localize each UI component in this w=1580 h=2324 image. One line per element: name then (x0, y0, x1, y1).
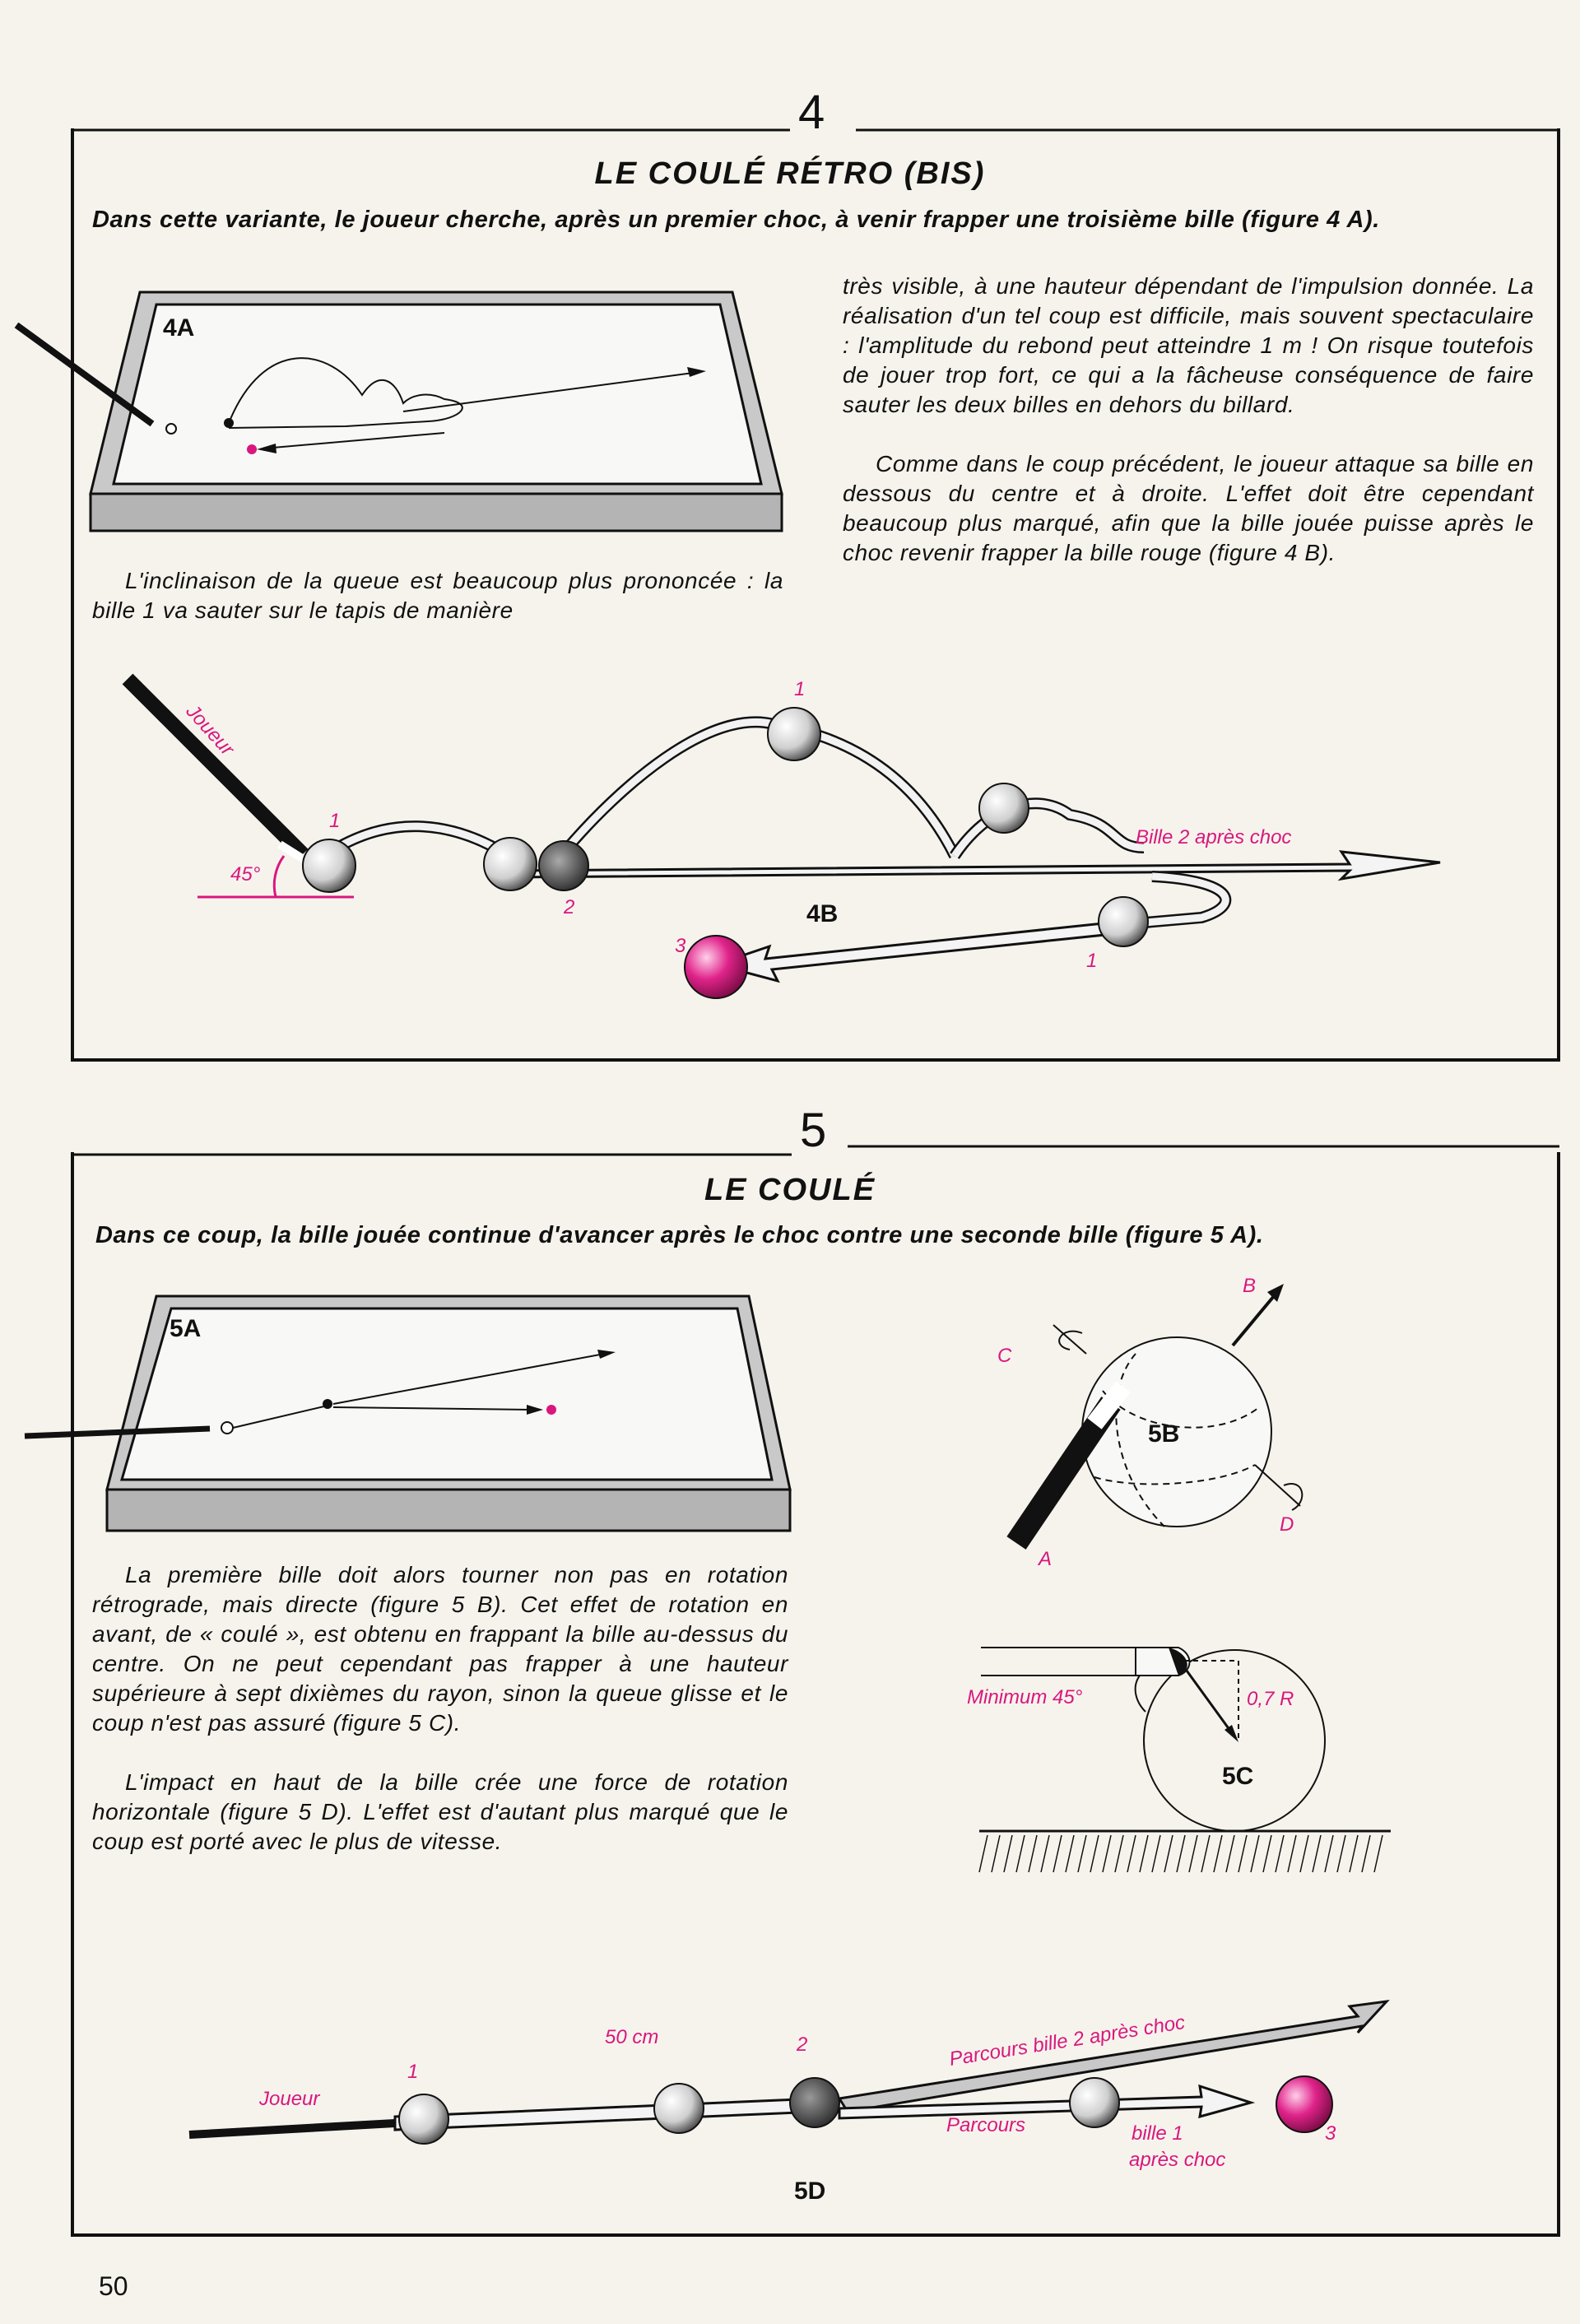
section5-lead: Dans ce coup, la bille jouée continue d'… (95, 1220, 1544, 1252)
figure-5d: 5D Joueur 1 50 cm 2 3 Parcours bille 2 a… (115, 1975, 1580, 2222)
figure-5b-label: 5B (1148, 1420, 1179, 1448)
figure-5c-label: 5C (1222, 1763, 1253, 1790)
label-b: B (1243, 1275, 1256, 1297)
label-minimum: Minimum 45° (967, 1686, 1083, 1708)
figure-5d-label: 5D (794, 2178, 825, 2205)
label-ball2-5d: 2 (796, 2034, 807, 2056)
page-number: 50 (99, 2271, 128, 2302)
section5-header-line (0, 0, 1580, 1234)
label-parcours1b: bille 1 (1132, 2122, 1183, 2145)
label-ball3-5d: 3 (1325, 2122, 1336, 2145)
section5-paragraph-2: L'impact en haut de la bille crée une fo… (92, 1768, 788, 1857)
label-dist: 50 cm (605, 2026, 658, 2048)
label-parcours1c: après choc (1129, 2149, 1225, 2171)
label-c: C (997, 1345, 1012, 1367)
figure-5b: 5B A B C D (971, 1267, 1366, 1572)
label-parcours1a: Parcours (946, 2114, 1025, 2136)
section5-text: La première bille doit alors tourner non… (92, 1560, 788, 1857)
figure-5a (25, 1284, 815, 1531)
figure-5a-label: 5A (170, 1315, 201, 1343)
label-d: D (1280, 1513, 1294, 1536)
section5-number: 5 (800, 1107, 826, 1155)
label-a: A (1037, 1548, 1052, 1570)
label-07r: 0,7 R (1247, 1688, 1294, 1710)
section5-title: LE COULÉ (0, 1173, 1580, 1208)
label-joueur-5d: Joueur (258, 2088, 320, 2110)
figure-5c: 5C Minimum 45° 0,7 R (963, 1638, 1424, 1893)
section5-paragraph-1: La première bille doit alors tourner non… (92, 1560, 788, 1738)
label-ball1-5d: 1 (407, 2061, 418, 2083)
